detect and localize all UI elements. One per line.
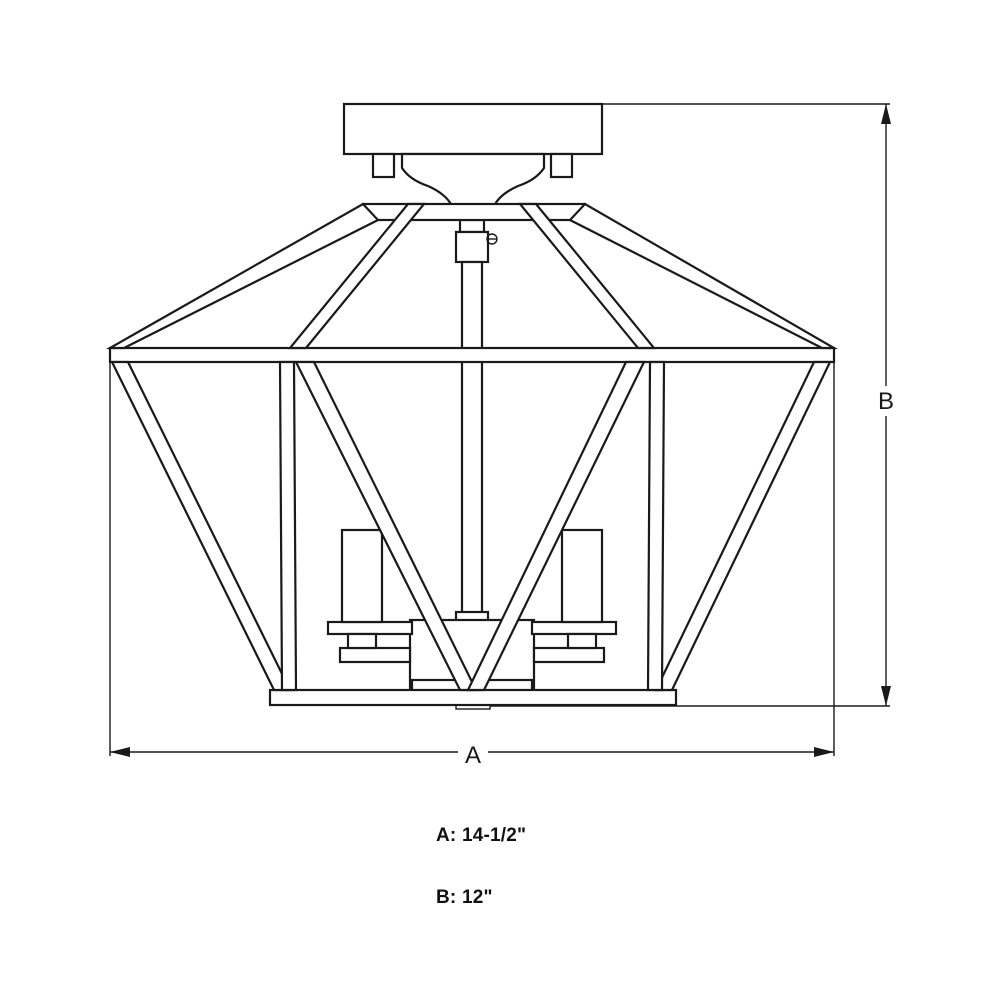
spec-a-value: 14-1/2" bbox=[461, 825, 527, 846]
spec-b-value: 12" bbox=[461, 887, 493, 908]
dimension-b: B bbox=[490, 103, 900, 707]
spec-b: B: 12" bbox=[436, 887, 493, 909]
cage-frame bbox=[105, 202, 839, 710]
spec-a-label: A: bbox=[436, 825, 457, 846]
dimension-b-label: B bbox=[878, 388, 894, 415]
dimension-a: A bbox=[109, 362, 835, 769]
spec-b-label: B: bbox=[436, 887, 457, 908]
dimension-a-label: A bbox=[465, 742, 481, 769]
spec-a: A: 14-1/2" bbox=[436, 825, 526, 847]
center-stem bbox=[454, 218, 498, 624]
ceiling-canopy bbox=[342, 102, 604, 208]
